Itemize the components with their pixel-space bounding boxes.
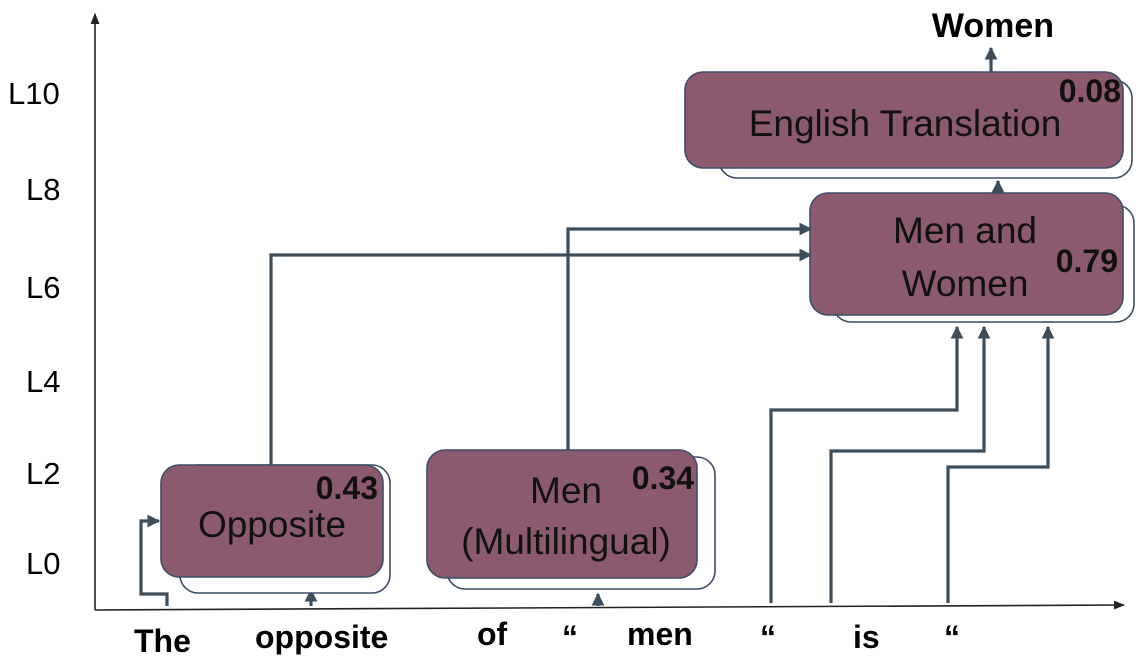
feature-box-english-translation: English Translation 0.08 — [684, 71, 1133, 179]
layer-label-l6: L6 — [26, 270, 60, 305]
feature-score: 0.43 — [316, 470, 378, 506]
edge-opposite-to-men-and-women — [269, 248, 813, 465]
edge-is-to-men-and-women — [946, 325, 1055, 603]
feature-box-opposite: Opposite 0.43 — [160, 464, 391, 594]
box-body — [426, 449, 698, 579]
feature-label-line-1: Men and — [893, 210, 1037, 251]
edge-men-to-men-and-women — [566, 222, 813, 450]
feature-score: 0.34 — [632, 460, 694, 496]
feature-label-line-2: Women — [902, 263, 1029, 304]
token-is: is — [853, 619, 880, 655]
layer-label-l4: L4 — [26, 364, 60, 399]
box-body — [809, 192, 1124, 316]
feature-box-men-and-women: Men and Women 0.79 — [809, 192, 1135, 323]
layer-label-l2: L2 — [26, 456, 60, 491]
feature-label: English Translation — [749, 103, 1062, 144]
token-the: The — [134, 623, 191, 657]
box-body — [684, 71, 1124, 169]
feature-score: 0.08 — [1059, 73, 1121, 109]
layer-label-l8: L8 — [26, 172, 60, 207]
token-men: men — [627, 616, 693, 652]
x-axis — [94, 600, 1126, 611]
token-open-quote-3: “ — [944, 619, 960, 655]
feature-label-line-1: Men — [530, 470, 602, 511]
token-open-quote-1: “ — [562, 619, 578, 655]
edge-quote-to-men-and-women — [829, 325, 991, 603]
edge-men-token-to-men-and-women — [769, 325, 964, 603]
feature-label: Opposite — [198, 504, 346, 545]
layer-label-l10: L10 — [8, 76, 60, 111]
edge-the-to-opposite — [139, 514, 169, 606]
layer-label-l0: L0 — [26, 546, 60, 581]
token-of: of — [477, 616, 508, 652]
feature-box-men-multilingual: Men (Multilingual) 0.34 — [426, 449, 716, 590]
feature-label-line-2: (Multilingual) — [461, 521, 671, 562]
token-opposite: opposite — [255, 619, 388, 655]
output-token: Women — [932, 7, 1054, 45]
feature-score: 0.79 — [1056, 243, 1118, 279]
box-body — [160, 464, 384, 578]
token-open-quote-2: “ — [760, 619, 776, 655]
